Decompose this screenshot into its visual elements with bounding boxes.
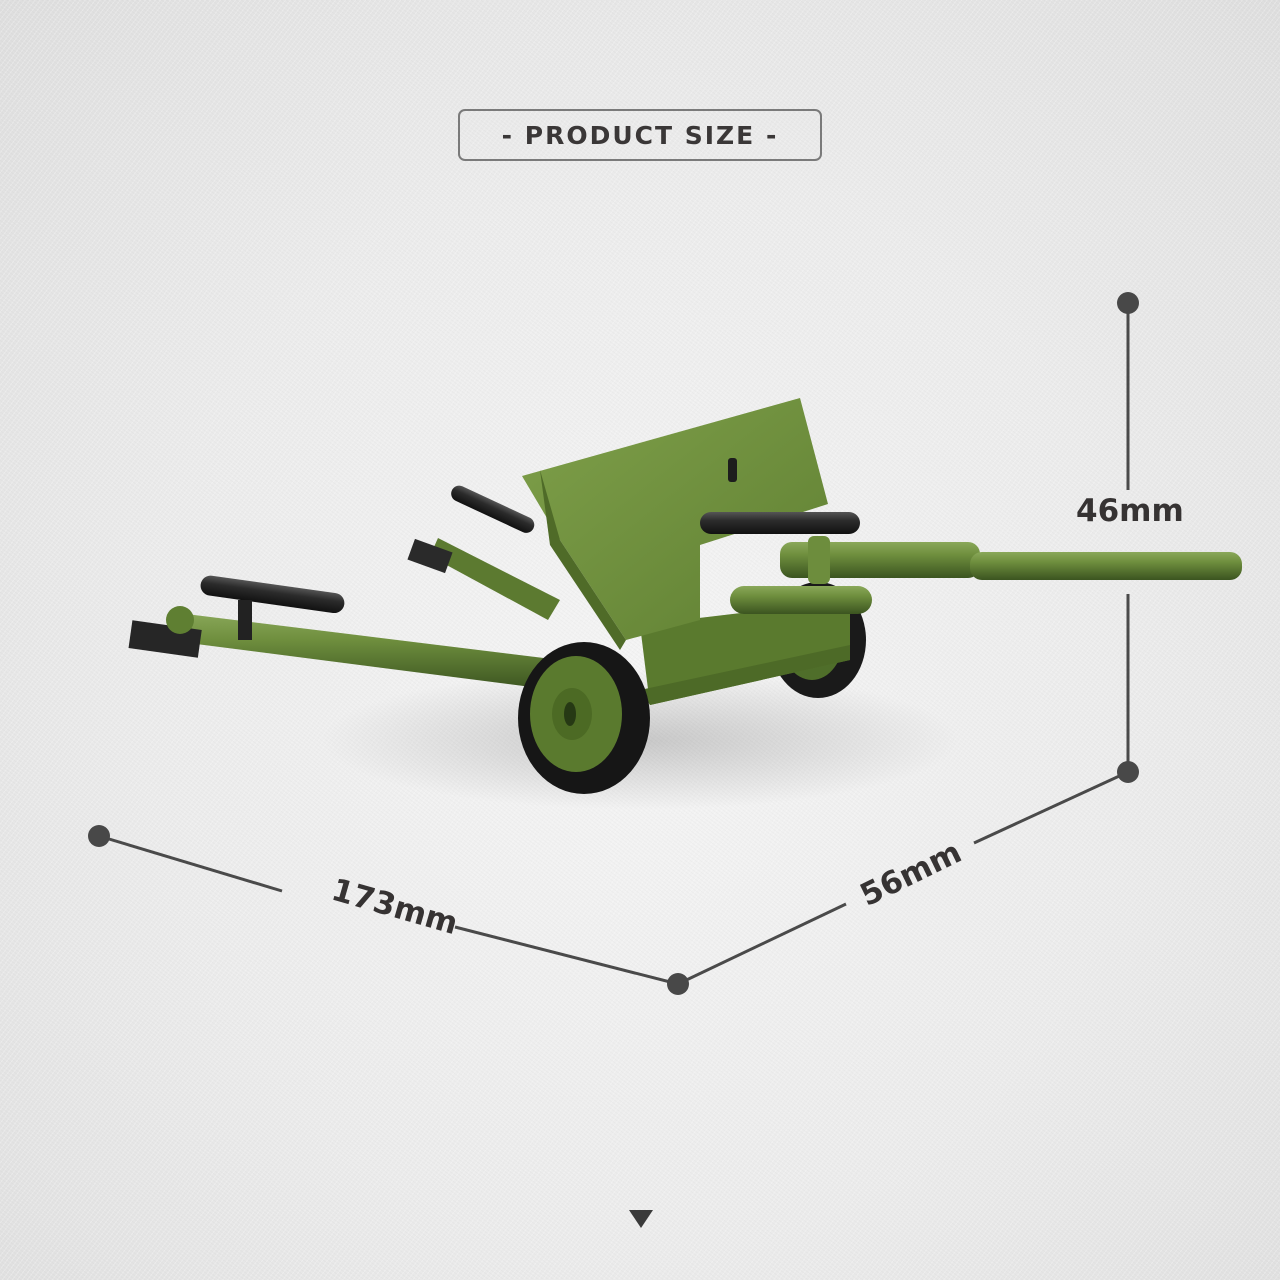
height-label: 46mm — [1076, 493, 1184, 529]
title-text: - PRODUCT SIZE - — [501, 120, 779, 150]
corner-front-dot — [667, 973, 689, 995]
product-size-title: - PRODUCT SIZE - — [458, 109, 822, 161]
length-left-dot — [88, 825, 110, 847]
height-top-dot — [1117, 292, 1139, 314]
triangle-down-icon[interactable] — [629, 1210, 653, 1228]
width-dimension-line — [677, 770, 1129, 986]
length-dimension-line — [98, 834, 679, 986]
field-gun-model — [128, 398, 1242, 810]
corner-right-dot — [1117, 761, 1139, 783]
dimension-endpoints — [88, 292, 1139, 995]
